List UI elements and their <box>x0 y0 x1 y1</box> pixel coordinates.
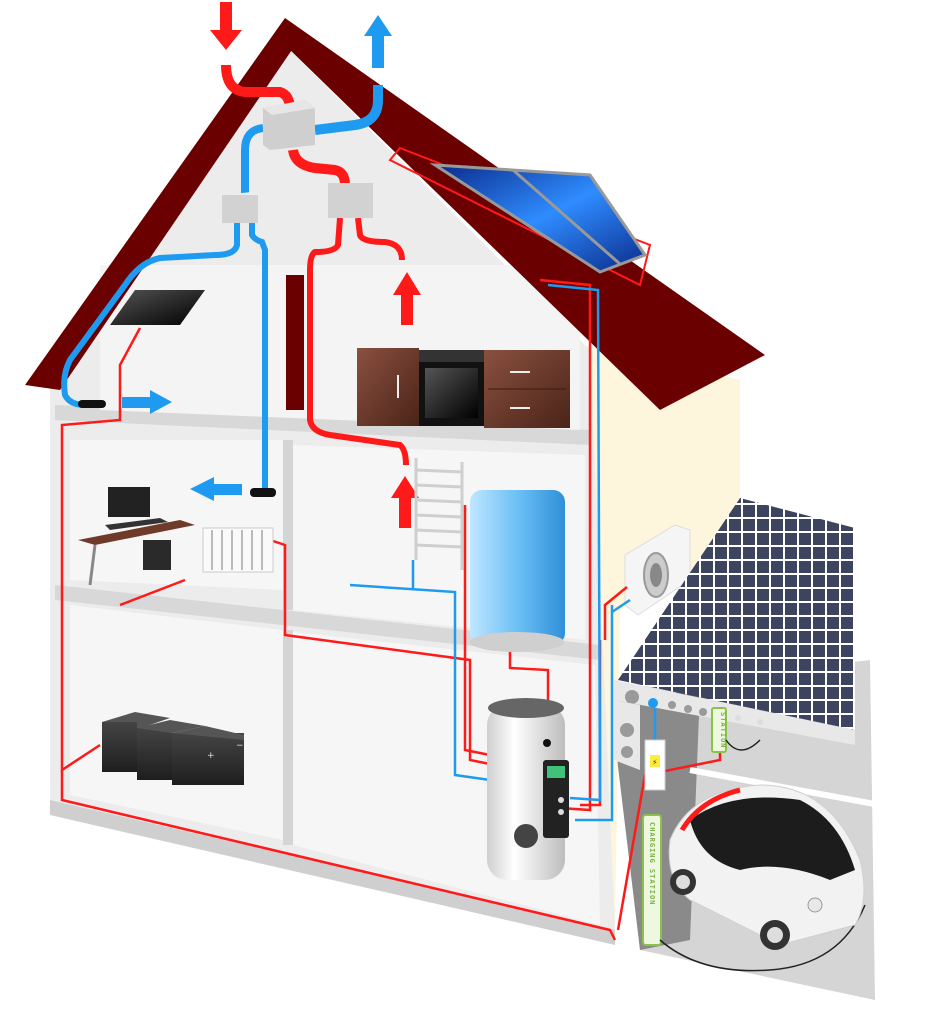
charging-station-rear: STATION <box>711 707 761 753</box>
radiator <box>202 527 274 573</box>
air-distribution-box-warm <box>328 183 373 218</box>
chimney-section <box>286 275 304 410</box>
hot-water-buffer-tank <box>470 490 565 652</box>
extract-air-duct <box>241 124 264 195</box>
battery-plus-label: + <box>207 751 215 761</box>
charging-station-rear-label: STATION <box>719 712 727 749</box>
attic-vent-nozzle <box>78 400 106 408</box>
charging-cable <box>659 904 866 972</box>
battery-storage: + − <box>102 712 244 785</box>
solar-thermal-collector <box>429 163 648 274</box>
kitchen-supply-arrow-icon <box>393 272 421 325</box>
heater-control-panel <box>543 760 569 838</box>
carport-roof-edge <box>614 680 855 745</box>
car-headlight <box>807 897 823 913</box>
inverter: ⚡ <box>644 739 666 791</box>
laptop <box>108 487 150 517</box>
home-office-desk <box>78 487 195 586</box>
kitchen-cabinet-left <box>357 348 419 426</box>
interior-wall-lower <box>283 630 293 845</box>
fresh-air-inlet-arrow-icon <box>210 2 242 50</box>
heat-pump-cold-line <box>611 598 631 614</box>
bath-supply-arrow-icon <box>391 476 419 528</box>
office-chair <box>143 540 171 570</box>
exhaust-air-duct <box>314 85 383 135</box>
roof-left-slope <box>25 18 300 390</box>
carport-pv-roof <box>618 498 855 730</box>
heat-pump-water-heater <box>487 698 569 880</box>
heat-recovery-ventilation-unit <box>263 100 315 150</box>
svg-text:⚡: ⚡ <box>652 758 658 767</box>
towel-radiator <box>414 458 464 570</box>
water-pipes-cold <box>349 283 657 822</box>
attic-airflow-arrow-icon <box>122 390 172 414</box>
supply-duct-kitchen <box>355 217 405 261</box>
interior-wall-upper <box>283 440 293 610</box>
extract-duct-office <box>249 220 268 490</box>
charging-station: CHARGING STATION <box>642 814 662 946</box>
house-side-facade <box>585 345 740 930</box>
extract-duct-attic <box>61 220 240 408</box>
charging-station-label: CHARGING STATION <box>648 822 656 905</box>
electrical-wiring <box>60 278 722 941</box>
solar-thermal-divider <box>512 168 621 266</box>
exhaust-air-outlet-arrow-icon <box>364 15 392 68</box>
heat-pump-warm-line <box>603 586 628 640</box>
skylight-window <box>110 290 205 325</box>
battery-minus-label: − <box>236 741 244 751</box>
kitchen <box>357 348 570 428</box>
attic-floor <box>55 405 590 445</box>
office-airflow-arrow-icon <box>190 477 242 501</box>
supply-duct-bath <box>307 217 409 466</box>
heater-display <box>547 766 565 778</box>
fresh-air-duct <box>221 64 295 111</box>
electric-car <box>668 784 865 950</box>
ground-slab <box>50 800 615 945</box>
air-distribution-box-cold <box>222 192 258 223</box>
car-red-stripe <box>679 787 741 832</box>
office-vent-nozzle <box>250 488 276 497</box>
air-source-heat-pump <box>624 524 691 616</box>
supply-air-duct <box>288 148 350 186</box>
